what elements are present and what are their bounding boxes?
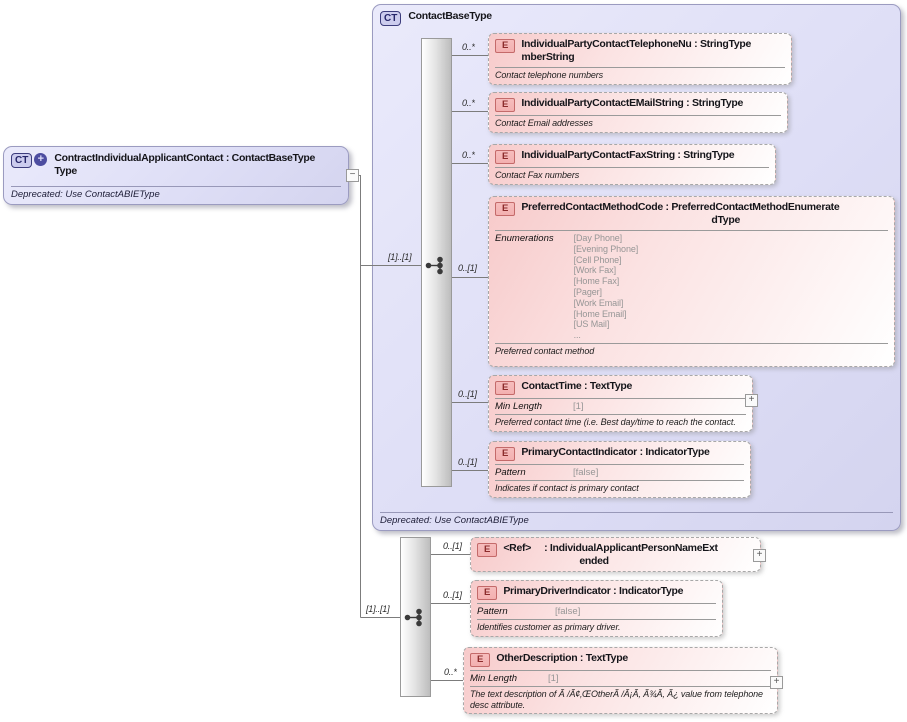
complextype-plus-icon: CT	[11, 153, 33, 168]
sequence-bar-top	[421, 38, 452, 487]
element-icon: E	[495, 39, 516, 53]
element-annotation: Contact Fax numbers	[495, 167, 769, 184]
element-annotation: Indicates if contact is primary contact	[495, 480, 744, 497]
element-annotation: The text description of Ã /Ã¢‚ŒOtherÃ /Ã…	[470, 686, 771, 713]
sequence-icon-top	[425, 256, 443, 275]
element-title-line: <Ref> : IndividualApplicantPersonNameExt	[503, 542, 718, 554]
element-other-description[interactable]: E OtherDescription : TextType Min Length…	[463, 647, 778, 714]
facet-label: Pattern	[495, 467, 526, 478]
element-contact-time[interactable]: E ContactTime : TextType Min Length [1] …	[488, 375, 753, 432]
element-title-line: IndividualPartyContactFaxString : String…	[521, 149, 735, 161]
facet-label: Pattern	[477, 606, 508, 617]
element-annotation: Contact telephone numbers	[495, 67, 785, 84]
element-fax[interactable]: E IndividualPartyContactFaxString : Stri…	[488, 144, 776, 185]
element-annotation: Identifies customer as primary driver.	[477, 619, 716, 636]
element-email[interactable]: E IndividualPartyContactEMailString : St…	[488, 92, 788, 133]
enumeration-values: [Day Phone][Evening Phone][Cell Phone][W…	[573, 233, 639, 341]
cardinality-label: 0..*	[462, 150, 475, 160]
expand-button-other-description[interactable]: +	[770, 676, 783, 689]
enumerations-label: Enumerations	[495, 233, 554, 244]
element-title-line: ContactTime : TextType	[521, 380, 633, 392]
cardinality-label: 0..[1]	[458, 389, 477, 399]
element-icon: E	[495, 447, 516, 461]
element-title-line: PrimaryContactIndicator : IndicatorType	[521, 446, 710, 458]
element-ref-person-name[interactable]: E <Ref> : IndividualApplicantPersonNameE…	[470, 537, 761, 572]
collapse-button[interactable]: −	[346, 169, 359, 182]
element-annotation: Preferred contact time (i.e. Best day/ti…	[495, 414, 746, 431]
element-primary-contact-indicator[interactable]: E PrimaryContactIndicator : IndicatorTyp…	[488, 441, 751, 498]
group-cardinality-label: [1]..[1]	[388, 252, 412, 262]
root-title-line2: Type	[54, 165, 77, 177]
element-title: IndividualPartyContactTelephoneNu : Stri…	[521, 38, 751, 64]
root-type-header: CT + ContractIndividualApplicantContact …	[4, 147, 348, 178]
element-icon: E	[495, 150, 516, 164]
element-annotation: Preferred contact method	[495, 342, 888, 360]
element-title-line: ended	[579, 555, 609, 567]
facet-value: [1]	[573, 401, 584, 412]
facet-value: [1]	[548, 673, 559, 684]
element-icon: E	[477, 586, 498, 600]
element-icon: E	[477, 543, 498, 557]
element-title: <Ref> : IndividualApplicantPersonNameExt…	[503, 542, 718, 568]
root-deprecated-note: Deprecated: Use ContactABIEType	[11, 186, 341, 200]
element-annotation: Contact Email addresses	[495, 115, 781, 132]
element-primary-driver-indicator[interactable]: E PrimaryDriverIndicator : IndicatorType…	[470, 580, 723, 637]
sequence-icon-bottom	[404, 608, 422, 627]
cardinality-label: 0..*	[444, 667, 457, 677]
cardinality-label: 0..*	[462, 42, 475, 52]
root-type-box[interactable]: CT + ContractIndividualApplicantContact …	[3, 146, 349, 205]
element-title-line: dType	[711, 214, 740, 226]
element-title-line: mberString	[521, 51, 575, 63]
element-icon: E	[495, 202, 516, 216]
element-title: PreferredContactMethodCode : PreferredCo…	[521, 201, 839, 227]
complextype-icon: CT	[380, 11, 402, 26]
facet-value: [false]	[555, 606, 581, 617]
element-icon: E	[495, 381, 516, 395]
facet-label: Min Length	[495, 401, 543, 412]
element-title-line: IndividualPartyContactTelephoneNu : Stri…	[521, 38, 752, 50]
expand-button-ref[interactable]: +	[753, 549, 766, 562]
root-title-line1: ContractIndividualApplicantContact : Con…	[54, 152, 316, 164]
cardinality-label: 0..[1]	[443, 541, 462, 551]
element-title-line: IndividualPartyContactEMailString : Stri…	[521, 97, 744, 109]
cardinality-label: 0..*	[462, 98, 475, 108]
element-title-line: OtherDescription : TextType	[496, 652, 628, 664]
root-type-title: ContractIndividualApplicantContact : Con…	[54, 152, 315, 178]
element-title-line: PreferredContactMethodCode : PreferredCo…	[521, 201, 840, 213]
facet-value: [false]	[573, 467, 599, 478]
element-telephone-number[interactable]: E IndividualPartyContactTelephoneNu : St…	[488, 33, 792, 85]
contactbasetype-title: ContactBaseType	[408, 10, 492, 22]
cardinality-label: 0..[1]	[458, 457, 477, 467]
facet-label: Min Length	[470, 673, 518, 684]
element-title-line: PrimaryDriverIndicator : IndicatorType	[503, 585, 684, 597]
cardinality-label: 0..[1]	[458, 263, 477, 273]
element-icon: E	[470, 653, 491, 667]
derived-type-plus-icon: +	[34, 153, 48, 166]
expand-button-contact-time[interactable]: +	[745, 394, 758, 407]
element-icon: E	[495, 98, 516, 112]
element-preferred-contact-method[interactable]: E PreferredContactMethodCode : Preferred…	[488, 196, 895, 367]
contactbasetype-header: CT ContactBaseType	[373, 5, 900, 26]
contactbasetype-deprecated-note: Deprecated: Use ContactABIEType	[380, 512, 893, 526]
cardinality-label: 0..[1]	[443, 590, 462, 600]
group-cardinality-label: [1]..[1]	[366, 604, 390, 614]
